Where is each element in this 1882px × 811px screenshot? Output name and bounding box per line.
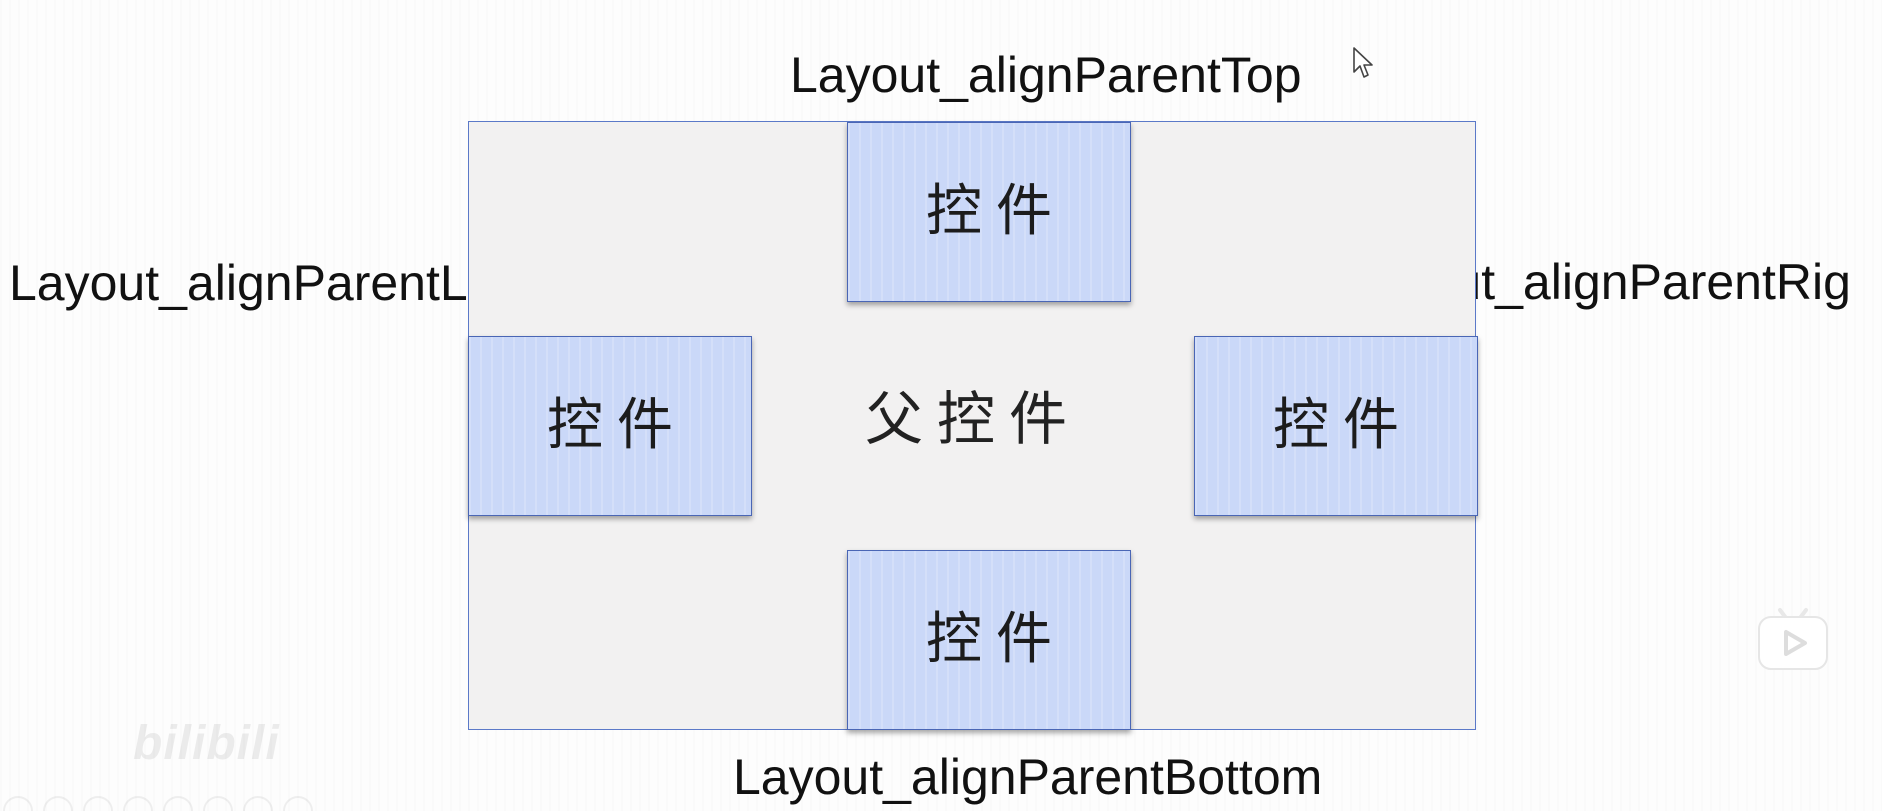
bilibili-watermark: bilibili: [133, 717, 280, 770]
child-label-bottom: 控件: [926, 607, 1066, 672]
parent-label: 父控件: [864, 385, 1081, 453]
child-label-left: 控件: [547, 393, 687, 458]
label-align-parent-bottom: Layout_alignParentBottom: [733, 749, 1323, 805]
label-align-parent-left: Layout_alignParentLeft: [9, 255, 524, 311]
cursor-icon: [1353, 47, 1373, 78]
child-box-right: 控件: [1194, 336, 1478, 516]
play-icon[interactable]: [1756, 606, 1830, 672]
label-align-parent-top: Layout_alignParentTop: [790, 47, 1302, 103]
child-box-left: 控件: [468, 336, 752, 516]
child-box-bottom: 控件: [847, 550, 1131, 730]
watermark-dots: [3, 796, 313, 811]
child-box-top: 控件: [847, 122, 1131, 302]
child-label-right: 控件: [1273, 393, 1413, 458]
child-label-top: 控件: [926, 179, 1066, 244]
